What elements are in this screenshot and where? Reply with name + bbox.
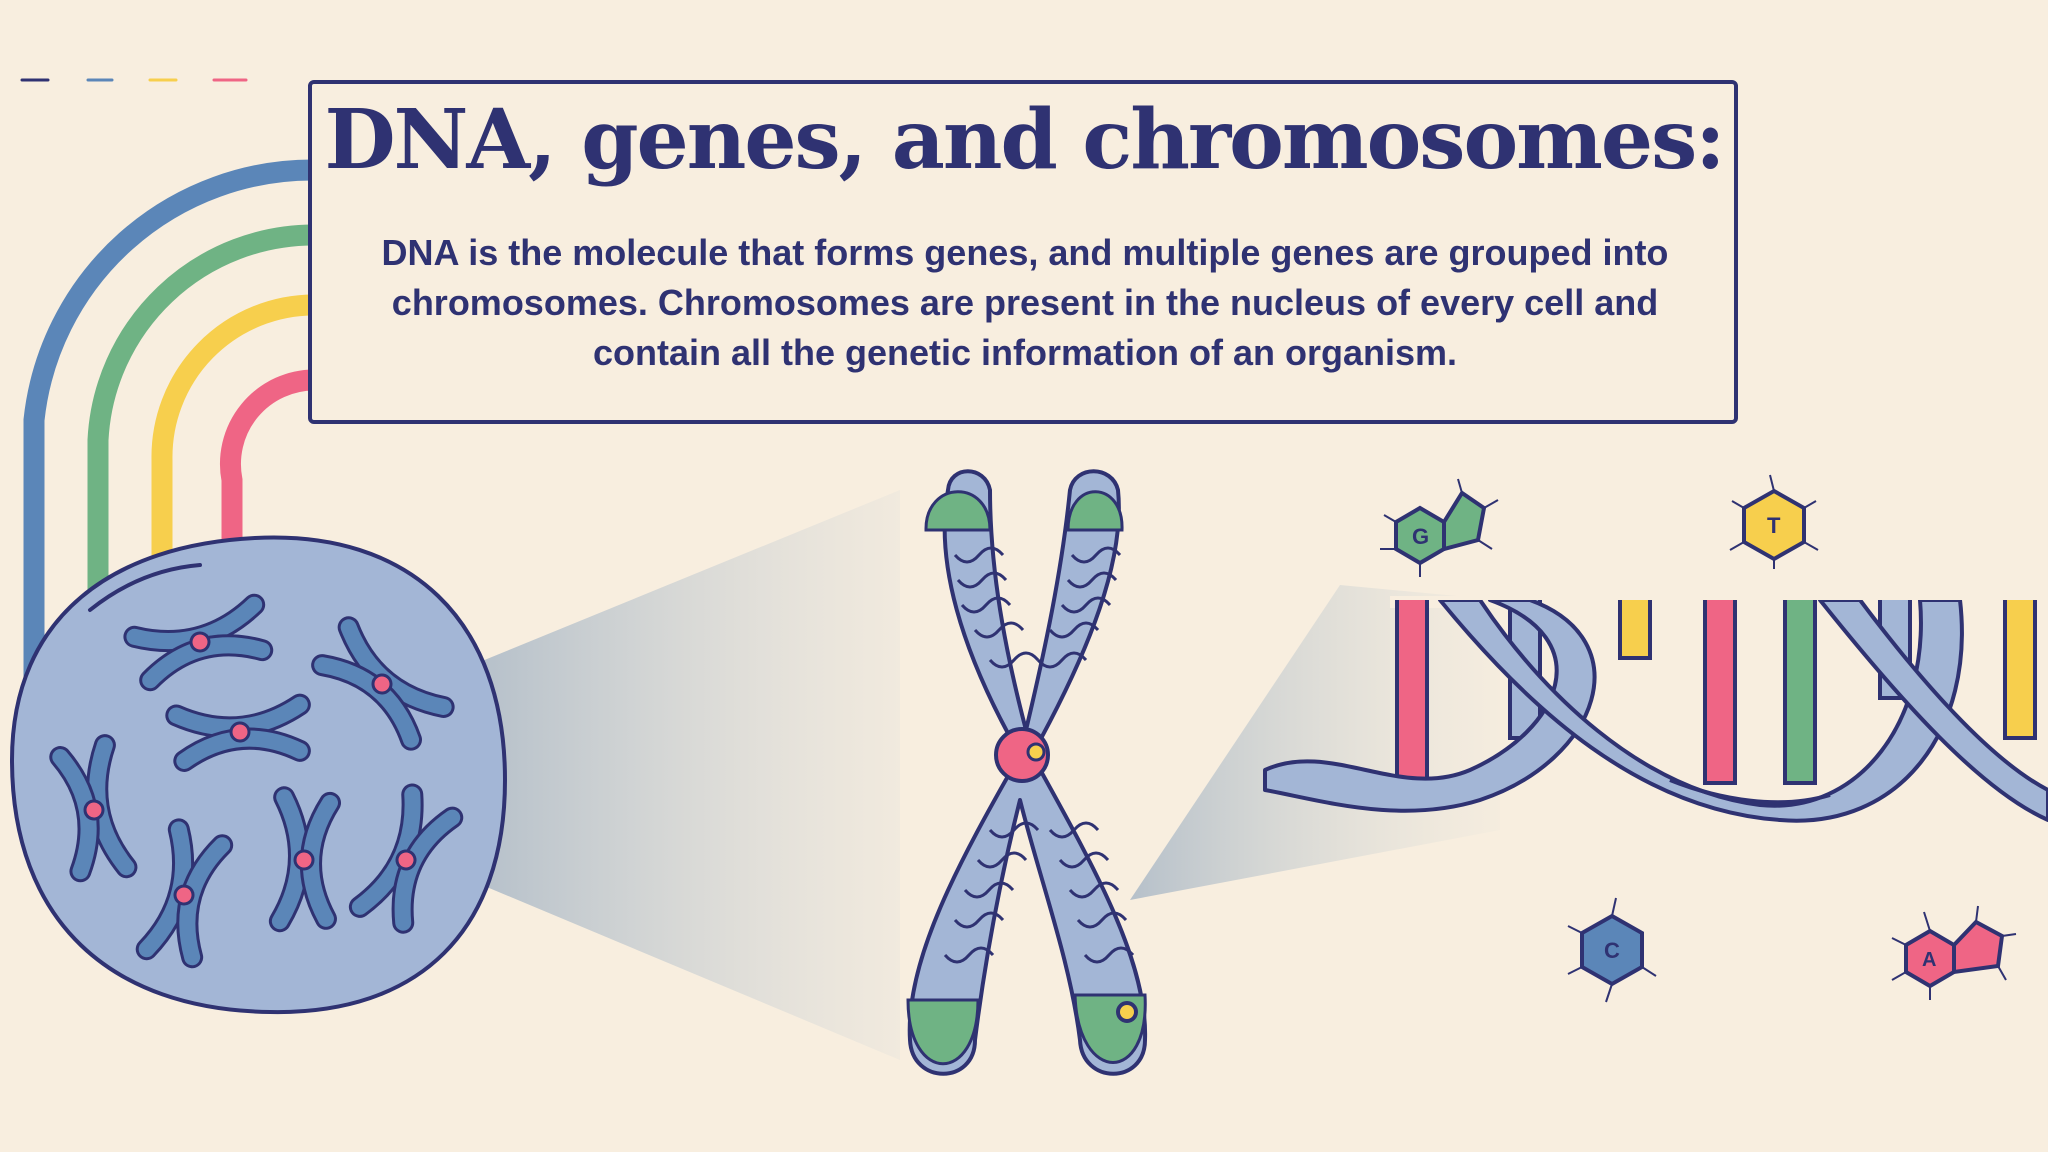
base-t-label: T — [1767, 513, 1781, 538]
base-a-label: A — [1922, 949, 1936, 971]
dna-helix — [1263, 596, 2048, 823]
chromosome-large — [906, 469, 1148, 1076]
rainbow-arcs — [23, 159, 315, 690]
thymine-molecule: T — [1729, 474, 1819, 569]
title-card — [308, 80, 1738, 424]
cell-nucleus — [9, 535, 508, 1015]
adenine-molecule: A — [1891, 905, 2017, 1000]
centromere — [994, 727, 1050, 783]
zoom-beam-left — [460, 490, 900, 1060]
page-title: DNA, genes, and chromosomes: — [324, 92, 1725, 188]
base-c-label: C — [1604, 938, 1620, 963]
description-text: DNA is the molecule that forms genes, an… — [381, 232, 1669, 373]
guanine-molecule: G — [1380, 478, 1499, 577]
cytosine-molecule: C — [1567, 897, 1657, 1003]
zoom-beam-right — [1130, 585, 1500, 900]
base-g-label: G — [1412, 524, 1429, 549]
